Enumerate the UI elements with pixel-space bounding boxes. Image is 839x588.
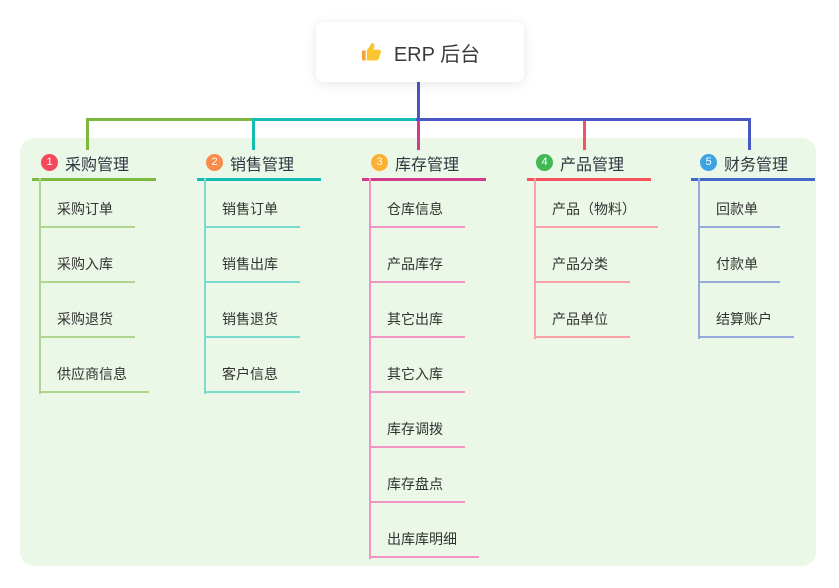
branch-node-sales[interactable]: 2 销售管理 <box>197 150 321 181</box>
drop-line-inventory <box>417 121 420 150</box>
child-node[interactable]: 产品分类 <box>534 254 630 283</box>
drop-line-sales <box>252 118 255 150</box>
branch-number-badge: 5 <box>700 154 717 171</box>
child-node[interactable]: 库存调拨 <box>369 419 465 448</box>
child-node[interactable]: 销售出库 <box>204 254 300 283</box>
bus-line-sales <box>252 118 419 121</box>
child-node[interactable]: 产品库存 <box>369 254 465 283</box>
child-node[interactable]: 结算账户 <box>698 309 794 338</box>
branch-number-badge: 4 <box>536 154 553 171</box>
child-node[interactable]: 销售订单 <box>204 199 300 228</box>
child-node[interactable]: 销售退货 <box>204 309 300 338</box>
child-node[interactable]: 仓库信息 <box>369 199 465 228</box>
child-node[interactable]: 出库库明细 <box>369 529 479 558</box>
child-node[interactable]: 客户信息 <box>204 364 300 393</box>
branch-spine-purchase <box>39 178 41 394</box>
branch-node-finance[interactable]: 5 财务管理 <box>691 150 815 181</box>
child-node[interactable]: 采购退货 <box>39 309 135 338</box>
child-node[interactable]: 采购入库 <box>39 254 135 283</box>
root-node[interactable]: ERP 后台 <box>316 22 524 82</box>
bus-line-purchase <box>86 118 255 121</box>
drop-line-product <box>583 121 586 150</box>
branch-node-product[interactable]: 4 产品管理 <box>527 150 651 181</box>
drop-line-purchase <box>86 118 89 150</box>
thumbs-up-icon <box>361 43 381 61</box>
child-node[interactable]: 其它入库 <box>369 364 465 393</box>
child-node[interactable]: 产品单位 <box>534 309 630 338</box>
child-node[interactable]: 付款单 <box>698 254 780 283</box>
branches-panel <box>20 138 816 566</box>
child-node[interactable]: 产品（物料） <box>534 199 658 228</box>
drop-line-finance <box>748 118 751 150</box>
branch-node-purchase[interactable]: 1 采购管理 <box>32 150 156 181</box>
child-node[interactable]: 回款单 <box>698 199 780 228</box>
child-node[interactable]: 库存盘点 <box>369 474 465 503</box>
branch-node-inventory[interactable]: 3 库存管理 <box>362 150 486 181</box>
branch-spine-inventory <box>369 178 371 559</box>
root-stem-line <box>417 82 420 120</box>
child-node[interactable]: 供应商信息 <box>39 364 149 393</box>
child-node[interactable]: 其它出库 <box>369 309 465 338</box>
branch-number-badge: 3 <box>371 154 388 171</box>
child-node[interactable]: 采购订单 <box>39 199 135 228</box>
branch-number-badge: 1 <box>41 154 58 171</box>
branch-spine-finance <box>698 178 700 339</box>
bus-line-right <box>416 118 751 121</box>
branch-spine-product <box>534 178 536 339</box>
branch-spine-sales <box>204 178 206 394</box>
branch-number-badge: 2 <box>206 154 223 171</box>
root-title: ERP 后台 <box>393 43 481 66</box>
branch-label: 财务管理 <box>724 156 789 174</box>
branch-label: 采购管理 <box>65 156 130 174</box>
branch-label: 库存管理 <box>395 156 460 174</box>
branch-label: 销售管理 <box>230 156 295 174</box>
branch-label: 产品管理 <box>560 156 625 174</box>
